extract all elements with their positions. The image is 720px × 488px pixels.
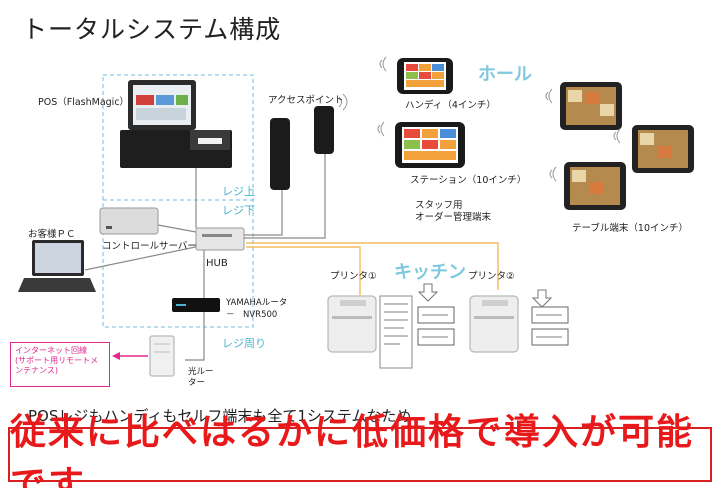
- internet-line-note: インターネット回線 (サポート用リモートメンテナンス): [10, 342, 110, 387]
- internet-arrow: [112, 352, 148, 360]
- optical-router-device: [149, 335, 175, 377]
- yamaha-model-label: － NVR500: [226, 310, 278, 320]
- receipt-graphic: [379, 295, 413, 369]
- internet-line-text: インターネット回線 (サポート用リモートメンテナンス): [15, 346, 99, 375]
- optical-router-label-2: ター: [188, 378, 206, 388]
- station-device: [377, 121, 465, 168]
- printer2-device: [469, 295, 519, 353]
- yamaha-router-device: [172, 298, 220, 312]
- printer1-label: プリンタ①: [330, 271, 377, 282]
- headline-banner: 従来に比べはるかに低価格で導入が可能です: [8, 412, 712, 488]
- handy-label: ハンディ（4インチ）: [405, 100, 496, 111]
- optical-router-label-1: 光ルー: [188, 367, 214, 377]
- handy-device: [379, 56, 453, 94]
- register-top-label: レジ上: [222, 185, 255, 198]
- table-terminal-devices: [545, 82, 694, 210]
- access-point-label: アクセスポイント: [268, 95, 344, 106]
- order-mgmt-label: オーダー管理端末: [415, 212, 492, 223]
- table-terminal-label: テーブル端末（10インチ）: [572, 223, 689, 234]
- customer-pc-label: お客様ＰＣ: [28, 229, 76, 240]
- station-label: ステーション（10インチ）: [410, 175, 527, 186]
- register-around-label: レジ周り: [222, 337, 266, 350]
- printer1-device: [327, 295, 377, 353]
- yamaha-router-label: YAMAHAルータ: [226, 298, 288, 308]
- footer-subtitle: POSレジもハンディもセルフ端末も全て1システムなため: [28, 407, 412, 425]
- control-server-label: コントロールサーバー: [102, 241, 197, 252]
- kitchen-area-label: キッチン: [394, 262, 466, 283]
- page-title: トータルシステム構成: [22, 15, 282, 44]
- control-server-device: [99, 207, 159, 235]
- register-area-box: [102, 74, 254, 328]
- laptop-device: [18, 240, 96, 292]
- kitchen-cables: [246, 242, 499, 295]
- pos-register-device: [120, 80, 232, 168]
- printer2-label: プリンタ②: [468, 271, 515, 282]
- pos-label: POS（FlashMagic）: [38, 97, 130, 108]
- order-tickets-graphic: [417, 306, 569, 346]
- staff-label: スタッフ用: [415, 200, 463, 211]
- down-arrows: [417, 283, 553, 308]
- access-point-devices: [270, 93, 348, 190]
- hall-area-label: ホール: [478, 64, 532, 85]
- headline-text: 従来に比べはるかに低価格で導入が可能です: [10, 411, 695, 488]
- hub-label: HUB: [206, 258, 228, 269]
- hub-device: [195, 227, 245, 251]
- register-bottom-label: レジ下: [222, 204, 255, 217]
